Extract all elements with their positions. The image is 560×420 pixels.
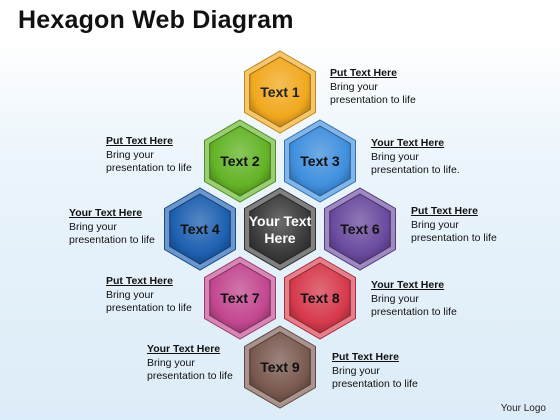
hexagon-fill [329,193,391,265]
note-text-8: Your Text Here Bring your presentation t… [371,279,457,320]
hexagon-text-1: Text 1 [244,50,316,134]
note-heading: Your Text Here [371,279,445,291]
note-line: presentation to life. [371,164,460,176]
note-line: presentation to life [147,370,233,382]
note-text-9-right: Put Text Here Bring your presentation to… [332,351,418,392]
hexagon-fill [289,125,351,197]
note-line: Bring your [371,150,419,163]
note-text-7: Put Text Here Bring your presentation to… [106,275,192,316]
hexagon-text-4: Text 4 [164,187,236,271]
hexagon-text-3: Text 3 [284,119,356,203]
note-line: Bring your [69,220,117,233]
note-heading: Your Text Here [371,137,445,149]
note-line: presentation to life [106,162,192,174]
hexagon-fill [249,56,311,128]
hexagon-fill [249,331,311,403]
note-text-4: Your Text Here Bring your presentation t… [69,207,155,248]
note-line: presentation to life [371,306,457,318]
note-heading: Put Text Here [106,275,173,287]
logo-text: Your Logo [500,403,546,414]
hexagon-fill [249,193,311,265]
note-line: Bring your [371,292,419,305]
hexagon-fill [169,193,231,265]
note-line: Bring your [147,356,195,369]
page-title: Hexagon Web Diagram [18,6,294,34]
hexagon-text-7: Text 7 [204,256,276,340]
note-line: presentation to life [69,234,155,246]
hexagon-label: Text 6 [340,221,380,237]
hexagon-fill [289,262,351,334]
note-line: presentation to life [330,94,416,106]
hexagon-label: Text 2 [220,153,260,169]
note-heading: Put Text Here [106,135,173,147]
hexagon-fill [209,262,271,334]
note-text-9-left: Your Text Here Bring your presentation t… [147,343,233,384]
note-text-1: Put Text Here Bring your presentation to… [330,67,416,108]
note-line: presentation to life [411,232,497,244]
note-line: Bring your [330,80,378,93]
note-heading: Put Text Here [330,67,397,79]
hexagon-text-6: Text 6 [324,187,396,271]
hexagon-text-9: Text 9 [244,325,316,409]
note-line: Bring your [106,288,154,301]
note-text-2: Put Text Here Bring your presentation to… [106,135,192,176]
note-line: presentation to life [106,302,192,314]
note-heading: Put Text Here [332,351,399,363]
hexagon-label: Text 1 [260,84,300,100]
note-text-3: Your Text Here Bring your presentation t… [371,137,460,178]
hexagon-label: Text 3 [300,153,340,169]
hexagon-label: Text 7 [220,290,260,306]
note-line: Bring your [332,364,380,377]
note-line: Bring your [411,218,459,231]
hexagon-label: Text 8 [300,290,340,306]
note-heading: Put Text Here [411,205,478,217]
note-heading: Your Text Here [147,343,221,355]
hexagon-label: Text 9 [260,359,300,375]
hexagon-label: Text 4 [180,221,220,237]
note-text-6: Put Text Here Bring your presentation to… [411,205,497,246]
note-heading: Your Text Here [69,207,143,219]
note-line: Bring your [106,148,154,161]
hexagon-fill [209,125,271,197]
hexagon-text-2: Text 2 [204,119,276,203]
hexagon-text-8: Text 8 [284,256,356,340]
note-line: presentation to life [332,378,418,390]
